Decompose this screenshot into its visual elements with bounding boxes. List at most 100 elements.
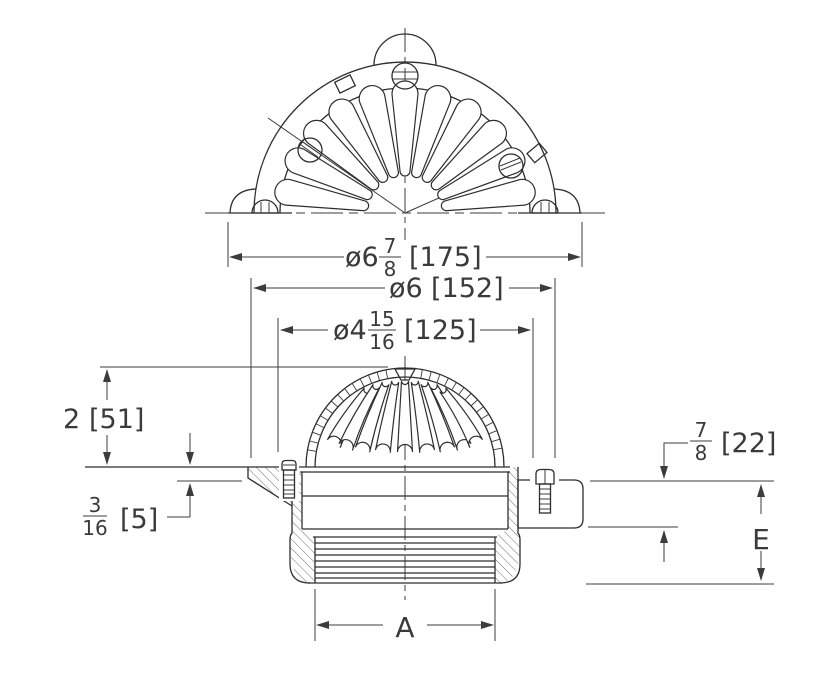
plan-right-lug <box>553 188 581 214</box>
dim-metric: [5] <box>120 504 158 535</box>
screw-slot <box>302 141 321 155</box>
fan-slot <box>440 178 536 212</box>
flange-slot-right <box>526 142 548 164</box>
bolt-head-icon <box>281 459 297 471</box>
dome-shell-ticks <box>307 369 503 452</box>
drain-body <box>85 466 521 584</box>
dim-metric: [22] <box>721 428 776 459</box>
fan-slot <box>391 80 419 177</box>
right-bolt <box>530 468 559 516</box>
flange-slot-left <box>333 74 357 94</box>
dim-metric: [152] <box>431 273 504 304</box>
shell-tick <box>491 438 501 443</box>
dome-slot <box>410 380 436 453</box>
arrowhead-icon <box>540 284 553 292</box>
dome-slots <box>326 380 484 453</box>
dim-label: ø4 <box>333 315 367 346</box>
dome-crown-hub <box>393 368 417 381</box>
dim-metric: [175] <box>409 242 482 273</box>
bolt-head-icon <box>535 468 555 485</box>
dim-label: ø6 <box>345 242 379 273</box>
fan-slot <box>437 147 526 201</box>
fan-slot <box>284 147 373 201</box>
dim-letter: A <box>395 611 414 644</box>
fraction-numerator: 3 <box>89 493 102 517</box>
plan-top-lug <box>373 33 437 66</box>
screw-slot <box>500 161 522 171</box>
shell-tick <box>309 440 318 444</box>
screw-top-icon <box>391 62 419 90</box>
shell-tick <box>307 449 316 452</box>
shell-tick <box>493 447 503 451</box>
shell-tick <box>359 378 365 387</box>
shell-tick <box>376 371 380 381</box>
fan-slot <box>274 178 370 212</box>
dim-sump-depth: E <box>586 486 774 585</box>
screw-bottom-right-icon <box>531 199 559 214</box>
bolt-shank <box>282 469 296 499</box>
dim-overall-diameter: ø6 7 8 [175] <box>227 222 583 281</box>
shell-tick <box>351 383 358 391</box>
fraction-denominator: 16 <box>82 516 107 540</box>
fraction-denominator: 8 <box>695 441 708 465</box>
shell-tick <box>481 413 490 420</box>
screw-slot <box>499 157 521 167</box>
plan-view <box>205 28 605 240</box>
shell-tick <box>367 374 372 384</box>
dome-slot <box>338 384 380 451</box>
dome-slot <box>354 381 390 453</box>
clamp-collar-block <box>517 479 584 529</box>
plan-leader-line-left <box>267 117 406 214</box>
dim-metric: [51] <box>89 404 144 435</box>
screw-right-icon <box>498 153 524 179</box>
fan-slot <box>358 85 400 179</box>
shell-tick <box>385 369 389 379</box>
dim-value: 2 <box>63 404 80 435</box>
fraction-denominator: 16 <box>369 330 394 354</box>
section-view <box>85 356 584 600</box>
left-bolt <box>279 459 299 501</box>
fan-slot <box>328 98 389 183</box>
dim-collar-height: 7 8 [22] <box>588 418 776 562</box>
shell-tick <box>485 421 494 427</box>
fan-slot <box>410 85 452 179</box>
dim-metric: [125] <box>404 315 477 346</box>
screw-left-icon <box>297 137 323 163</box>
fan-slot <box>421 98 482 183</box>
screw-slot <box>300 144 319 158</box>
fraction-numerator: 7 <box>384 234 397 258</box>
bolt-shank <box>538 483 552 514</box>
dome-inner-arc <box>314 376 496 468</box>
dome-slot <box>396 380 414 453</box>
shell-tick <box>320 415 328 421</box>
shell-tick <box>344 388 351 396</box>
dim-label: ø6 <box>389 273 423 304</box>
body-right-outer-profile <box>499 467 521 584</box>
plan-left-lug <box>229 188 257 214</box>
dim-dome-diameter: ø4 15 16 [125] <box>277 307 534 458</box>
fraction-numerator: 15 <box>369 307 394 331</box>
fraction-numerator: 7 <box>695 418 708 442</box>
shell-tick <box>488 430 498 435</box>
shell-tick <box>330 400 338 408</box>
plan-screws <box>251 62 559 214</box>
dome-slot <box>374 380 400 453</box>
body-left-outer-profile <box>289 467 311 584</box>
left-deck-flange-profile <box>247 467 293 507</box>
shell-tick <box>312 431 321 436</box>
shell-tick <box>471 399 478 406</box>
shell-tick <box>451 382 457 390</box>
dome-slot <box>420 381 456 453</box>
shell-tick <box>476 406 484 413</box>
shell-tick <box>458 387 465 395</box>
dim-dome-height: 2 [51] <box>63 366 388 462</box>
shell-tick <box>325 407 333 414</box>
shell-tick <box>428 371 432 380</box>
fraction-denominator: 8 <box>384 257 397 281</box>
fan-slot <box>430 119 507 191</box>
dim-flange-diameter: ø6 [152] <box>250 273 556 458</box>
dim-outlet-width: A <box>314 589 496 644</box>
shell-tick <box>444 377 449 386</box>
shell-tick <box>465 393 472 400</box>
